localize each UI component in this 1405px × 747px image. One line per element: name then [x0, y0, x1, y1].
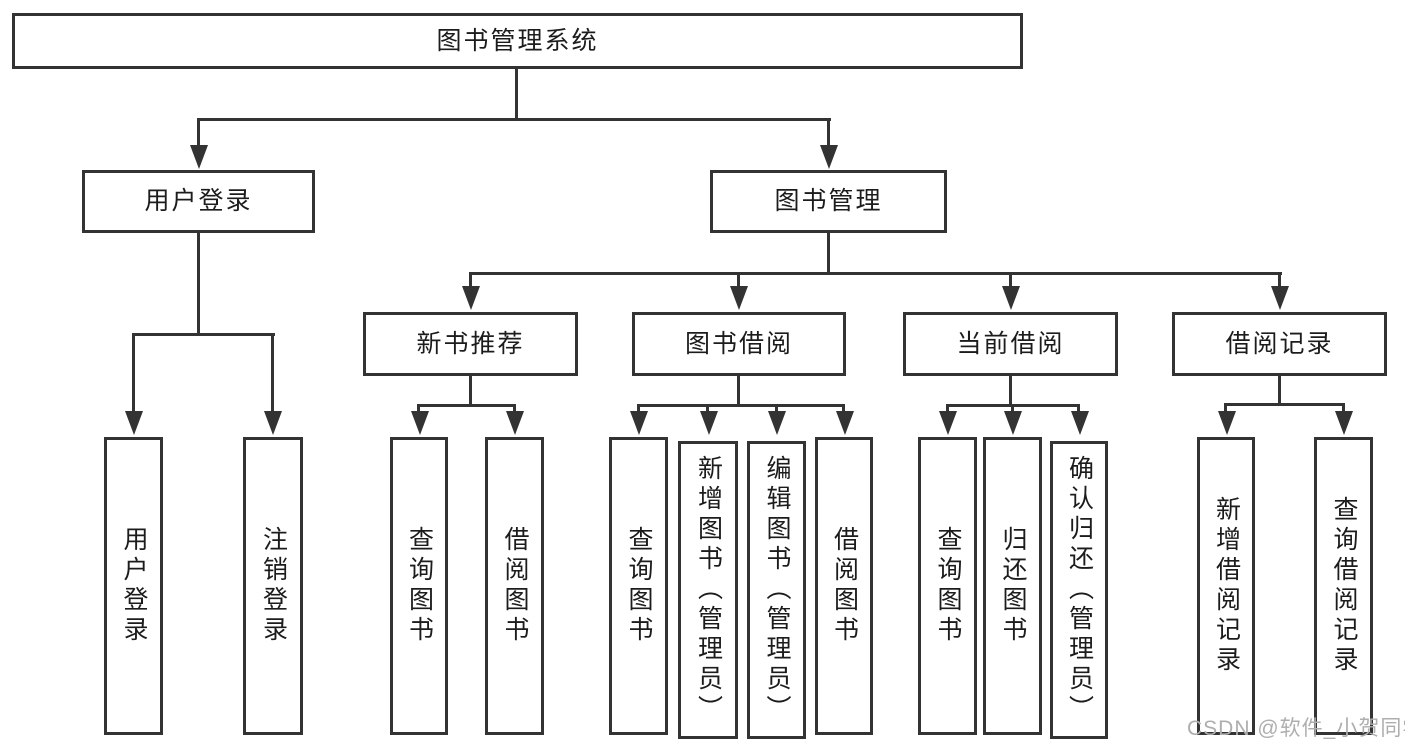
connector-arrow-borrowing-records-stem [1278, 272, 1281, 288]
connector-current-borrowing-stub [1009, 376, 1012, 407]
connector-book-borrowing-stub [737, 376, 740, 407]
node-current-borrowing: 当前借阅 [903, 312, 1118, 376]
arrowhead-down-icon [836, 411, 854, 435]
leaf-borrow-books-borrowing: 借阅图书 [815, 437, 873, 735]
leaf-borrow-books-recommend: 借阅图书 [485, 437, 544, 735]
leaf-add-books-admin: 新增图书（管理员） [678, 441, 738, 739]
arrowhead-down-icon [1218, 411, 1236, 435]
connector-arrow-stem [637, 404, 640, 413]
node-book-management: 图书管理 [710, 170, 947, 233]
leaf-edit-books-admin: 编辑图书（管理员） [747, 441, 806, 739]
arrowhead-down-icon [730, 286, 748, 310]
leaf-query-books-current: 查询图书 [918, 437, 977, 735]
connector-arrow-stem [1342, 403, 1345, 413]
arrowhead-down-icon [630, 411, 648, 435]
leaf-query-borrow-record: 查询借阅记录 [1314, 437, 1373, 735]
arrowhead-down-icon [190, 145, 208, 169]
leaf-confirm-return-admin: 确认归还（管理员） [1050, 441, 1108, 739]
arrowhead-down-icon [700, 411, 718, 435]
leaf-query-books-borrowing: 查询图书 [609, 437, 668, 735]
connector-arrow-stem [706, 404, 709, 413]
arrowhead-down-icon [125, 411, 143, 435]
connector-borrowing-records-stub [1278, 376, 1281, 406]
arrowhead-down-icon [1335, 411, 1353, 435]
node-user-login: 用户登录 [82, 170, 315, 233]
leaf-return-books: 归还图书 [983, 437, 1042, 735]
arrowhead-down-icon [411, 411, 429, 435]
connector-arrow-user-login-stem [197, 118, 200, 149]
csdn-watermark: CSDN @软件_小贺同学 [1187, 717, 1405, 740]
arrowhead-down-icon [264, 411, 282, 435]
leaf-query-books-recommend: 查询图书 [390, 437, 448, 735]
arrowhead-down-icon [820, 145, 838, 169]
leaf-add-borrow-record: 新增借阅记录 [1197, 437, 1255, 735]
connector-arrow-new-book-stem [469, 272, 472, 288]
connector-book-management-hline [469, 272, 1282, 275]
arrowhead-down-icon [768, 411, 786, 435]
arrowhead-down-icon [1271, 286, 1289, 310]
connector-arrow-stem [513, 404, 516, 413]
arrowhead-down-icon [506, 411, 524, 435]
connector-root-stub [515, 69, 518, 121]
connector-arrow-stem [417, 404, 420, 413]
arrowhead-down-icon [1004, 411, 1022, 435]
node-borrowing-records: 借阅记录 [1172, 312, 1387, 376]
connector-arrow-stem [775, 404, 778, 413]
connector-arrow-book-borrowing-stem [737, 272, 740, 288]
connector-user-login-hline [132, 333, 275, 336]
connector-arrow-stem [1077, 404, 1080, 413]
arrowhead-down-icon [462, 286, 480, 310]
connector-arrow-stem [1011, 404, 1014, 413]
node-new-book-recommend: 新书推荐 [363, 312, 578, 376]
connector-new-book-hline [417, 404, 516, 407]
connector-arrow-stem [1224, 403, 1227, 413]
connector-borrowing-records-hline [1224, 403, 1345, 406]
leaf-user-login: 用户登录 [104, 437, 163, 735]
connector-new-book-stub [469, 376, 472, 407]
arrowhead-down-icon [1002, 286, 1020, 310]
node-root: 图书管理系统 [12, 13, 1023, 69]
connector-arrow-stem [842, 404, 845, 413]
connector-arrow-logout-leaf-stem [271, 333, 274, 412]
arrowhead-down-icon [1071, 411, 1089, 435]
connector-arrow-current-borrowing-stem [1009, 272, 1012, 288]
connector-book-management-stub [827, 233, 830, 275]
connector-user-login-stub [197, 233, 200, 336]
leaf-logout: 注销登录 [243, 437, 303, 735]
connector-arrow-stem [946, 404, 949, 413]
connector-arrow-user-login-leaf-stem [132, 333, 135, 412]
connector-book-borrowing-hline [637, 404, 844, 407]
connector-arrow-book-management-stem [827, 118, 830, 149]
connector-root-hline [197, 118, 831, 121]
arrowhead-down-icon [939, 411, 957, 435]
node-book-borrowing: 图书借阅 [632, 312, 846, 376]
